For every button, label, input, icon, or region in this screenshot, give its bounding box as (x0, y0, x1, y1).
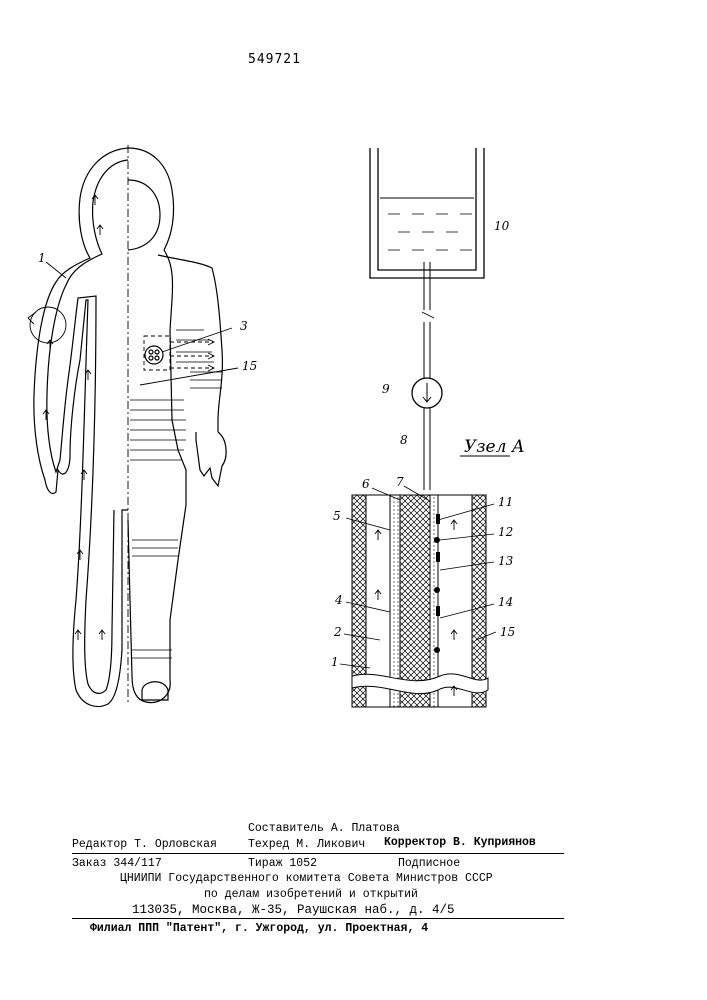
label-6: 6 (362, 477, 370, 491)
imprint-order: Заказ 344/117 (72, 857, 162, 870)
label-15-detail: 15 (500, 625, 515, 639)
imprint-org-line2: по делам изобретений и открытий (204, 888, 418, 901)
suit-drawing (28, 145, 238, 706)
imprint-rule-1 (72, 853, 564, 854)
label-15: 15 (242, 359, 257, 373)
connector-3 (145, 346, 163, 364)
imprint-branch: Филиал ППП "Патент", г. Ужгород, ул. Про… (90, 922, 428, 935)
tank-inner (378, 148, 476, 270)
sleeve-ribs (176, 330, 214, 362)
helmet-outer-right (128, 148, 174, 250)
imprint-address: 113035, Москва, Ж-35, Раушская наб., д. … (132, 903, 455, 917)
imprint-subscription: Подписное (398, 857, 460, 870)
imprint-compiler: Составитель А. Платова (248, 822, 400, 835)
imprint-techred: Техред М. Ликович (248, 838, 365, 851)
connector-box (144, 336, 170, 370)
label-10: 10 (494, 219, 510, 233)
label-3: 3 (240, 319, 248, 333)
supply-labels: 10 9 8 Узел А (382, 219, 525, 457)
label-1: 1 (38, 251, 46, 265)
detail-node-a (340, 486, 496, 707)
leg-ribs (132, 540, 178, 658)
label-1-detail: 1 (331, 655, 339, 669)
glove (196, 432, 226, 486)
imprint-org-line1: ЦНИИПИ Государственного комитета Совета … (120, 872, 493, 885)
waist-ribs (130, 400, 186, 460)
label-12: 12 (498, 525, 513, 539)
label-4: 4 (334, 593, 343, 607)
imprint-corrector: Корректор В. Куприянов (384, 836, 536, 849)
layer-outer-right (472, 495, 486, 707)
liquid-lines (388, 214, 472, 250)
imprint-circulation: Тираж 1052 (248, 857, 317, 870)
label-14: 14 (498, 595, 513, 609)
body-outer-right (128, 250, 186, 703)
label-9: 9 (382, 382, 390, 396)
visor (128, 180, 160, 250)
label-13: 13 (498, 554, 514, 568)
sleeve-outer (158, 255, 222, 432)
label-2: 2 (333, 625, 342, 639)
label-8: 8 (400, 433, 408, 447)
flow-arrows (43, 195, 105, 640)
label-7: 7 (396, 475, 404, 489)
imprint-editor: Редактор Т. Орловская (72, 838, 217, 851)
tank-outer (370, 148, 484, 278)
suit-inner-left (47, 160, 128, 693)
layer-middle (400, 495, 430, 707)
label-5: 5 (333, 509, 341, 523)
node-title: Узел А (464, 437, 525, 457)
label-11: 11 (498, 495, 513, 509)
imprint-rule-2 (72, 918, 564, 919)
